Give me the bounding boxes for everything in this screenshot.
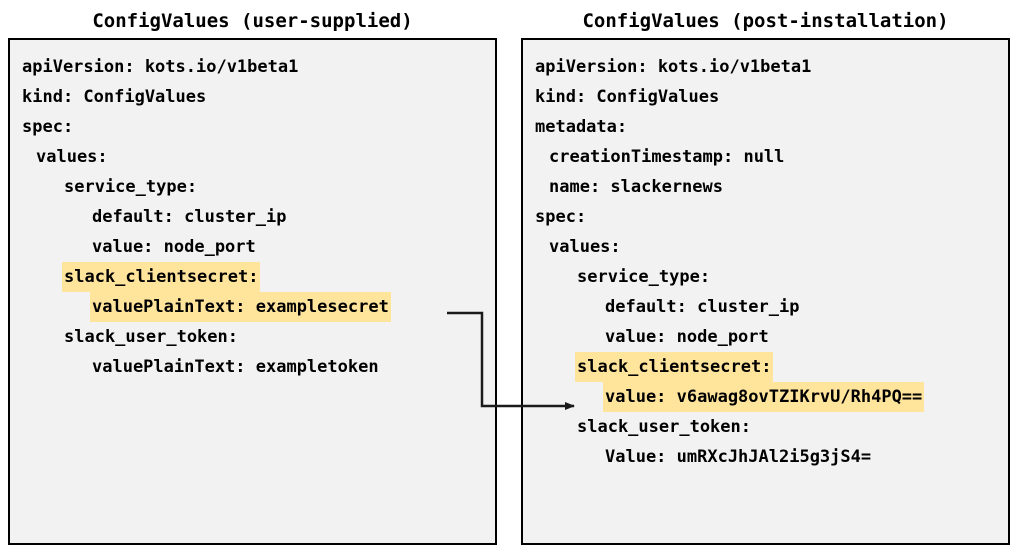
right-yaml-code-block: apiVersion: kots.io/v1beta1 kind: ConfigV… <box>523 40 1008 543</box>
yaml-line-text: Value: umRXcJhJAl2i5g3jS4= <box>605 447 872 467</box>
yaml-line-text: values: <box>549 237 621 257</box>
yaml-line: valuePlainText: examplesecret <box>10 292 495 322</box>
yaml-line: default: cluster_ip <box>523 292 1008 322</box>
left-config-values-panel: apiVersion: kots.io/v1beta1 kind: ConfigV… <box>8 38 497 545</box>
yaml-line-text: value: node_port <box>92 237 256 257</box>
yaml-line-text: apiVersion: kots.io/v1beta1 <box>22 57 299 77</box>
yaml-line: values: <box>10 142 495 172</box>
yaml-line-text: kind: ConfigValues <box>22 87 207 107</box>
yaml-line: metadata: <box>523 112 1008 142</box>
yaml-line-text: service_type: <box>577 267 711 287</box>
yaml-line-text: kind: ConfigValues <box>535 87 720 107</box>
right-config-values-panel: apiVersion: kots.io/v1beta1 kind: ConfigV… <box>521 38 1010 545</box>
yaml-line-text: service_type: <box>64 177 198 197</box>
yaml-line-text: value: v6awag8ovTZIKrvU/Rh4PQ== <box>603 382 925 412</box>
yaml-line: values: <box>523 232 1008 262</box>
yaml-line: Value: umRXcJhJAl2i5g3jS4= <box>523 442 1008 472</box>
yaml-line-text: name: slackernews <box>549 177 723 197</box>
yaml-line: slack_clientsecret: <box>10 262 495 292</box>
yaml-line-text: valuePlainText: exampletoken <box>92 357 379 377</box>
yaml-line-text: spec: <box>535 207 587 227</box>
yaml-line: default: cluster_ip <box>10 202 495 232</box>
yaml-line-text: apiVersion: kots.io/v1beta1 <box>535 57 812 77</box>
yaml-line-text: slack_clientsecret: <box>575 352 774 382</box>
yaml-line-text: valuePlainText: examplesecret <box>90 292 391 322</box>
yaml-line: valuePlainText: exampletoken <box>10 352 495 382</box>
right-panel-title: ConfigValues (post-installation) <box>582 10 949 32</box>
left-panel-title: ConfigValues (user-supplied) <box>92 10 413 32</box>
yaml-line: slack_user_token: <box>523 412 1008 442</box>
yaml-line: kind: ConfigValues <box>10 82 495 112</box>
yaml-line-text: spec: <box>22 117 74 137</box>
yaml-line: creationTimestamp: null <box>523 142 1008 172</box>
left-yaml-code-block: apiVersion: kots.io/v1beta1 kind: ConfigV… <box>10 40 495 543</box>
yaml-line: slack_user_token: <box>10 322 495 352</box>
yaml-line: spec: <box>523 202 1008 232</box>
yaml-line: spec: <box>10 112 495 142</box>
yaml-line: value: node_port <box>10 232 495 262</box>
yaml-line: service_type: <box>523 262 1008 292</box>
yaml-line-text: slack_clientsecret: <box>62 262 261 292</box>
yaml-line-text: metadata: <box>535 117 628 137</box>
yaml-line: value: node_port <box>523 322 1008 352</box>
yaml-line: service_type: <box>10 172 495 202</box>
yaml-line-text: slack_user_token: <box>64 327 238 347</box>
yaml-line-text: values: <box>36 147 108 167</box>
yaml-line: apiVersion: kots.io/v1beta1 <box>10 52 495 82</box>
yaml-line: apiVersion: kots.io/v1beta1 <box>523 52 1008 82</box>
yaml-line: value: v6awag8ovTZIKrvU/Rh4PQ== <box>523 382 1008 412</box>
yaml-line: name: slackernews <box>523 172 1008 202</box>
yaml-line: kind: ConfigValues <box>523 82 1008 112</box>
yaml-line-text: default: cluster_ip <box>92 207 287 227</box>
yaml-line-text: value: node_port <box>605 327 769 347</box>
yaml-line: slack_clientsecret: <box>523 352 1008 382</box>
yaml-line-text: slack_user_token: <box>577 417 751 437</box>
yaml-line-text: default: cluster_ip <box>605 297 800 317</box>
yaml-line-text: creationTimestamp: null <box>549 147 785 167</box>
